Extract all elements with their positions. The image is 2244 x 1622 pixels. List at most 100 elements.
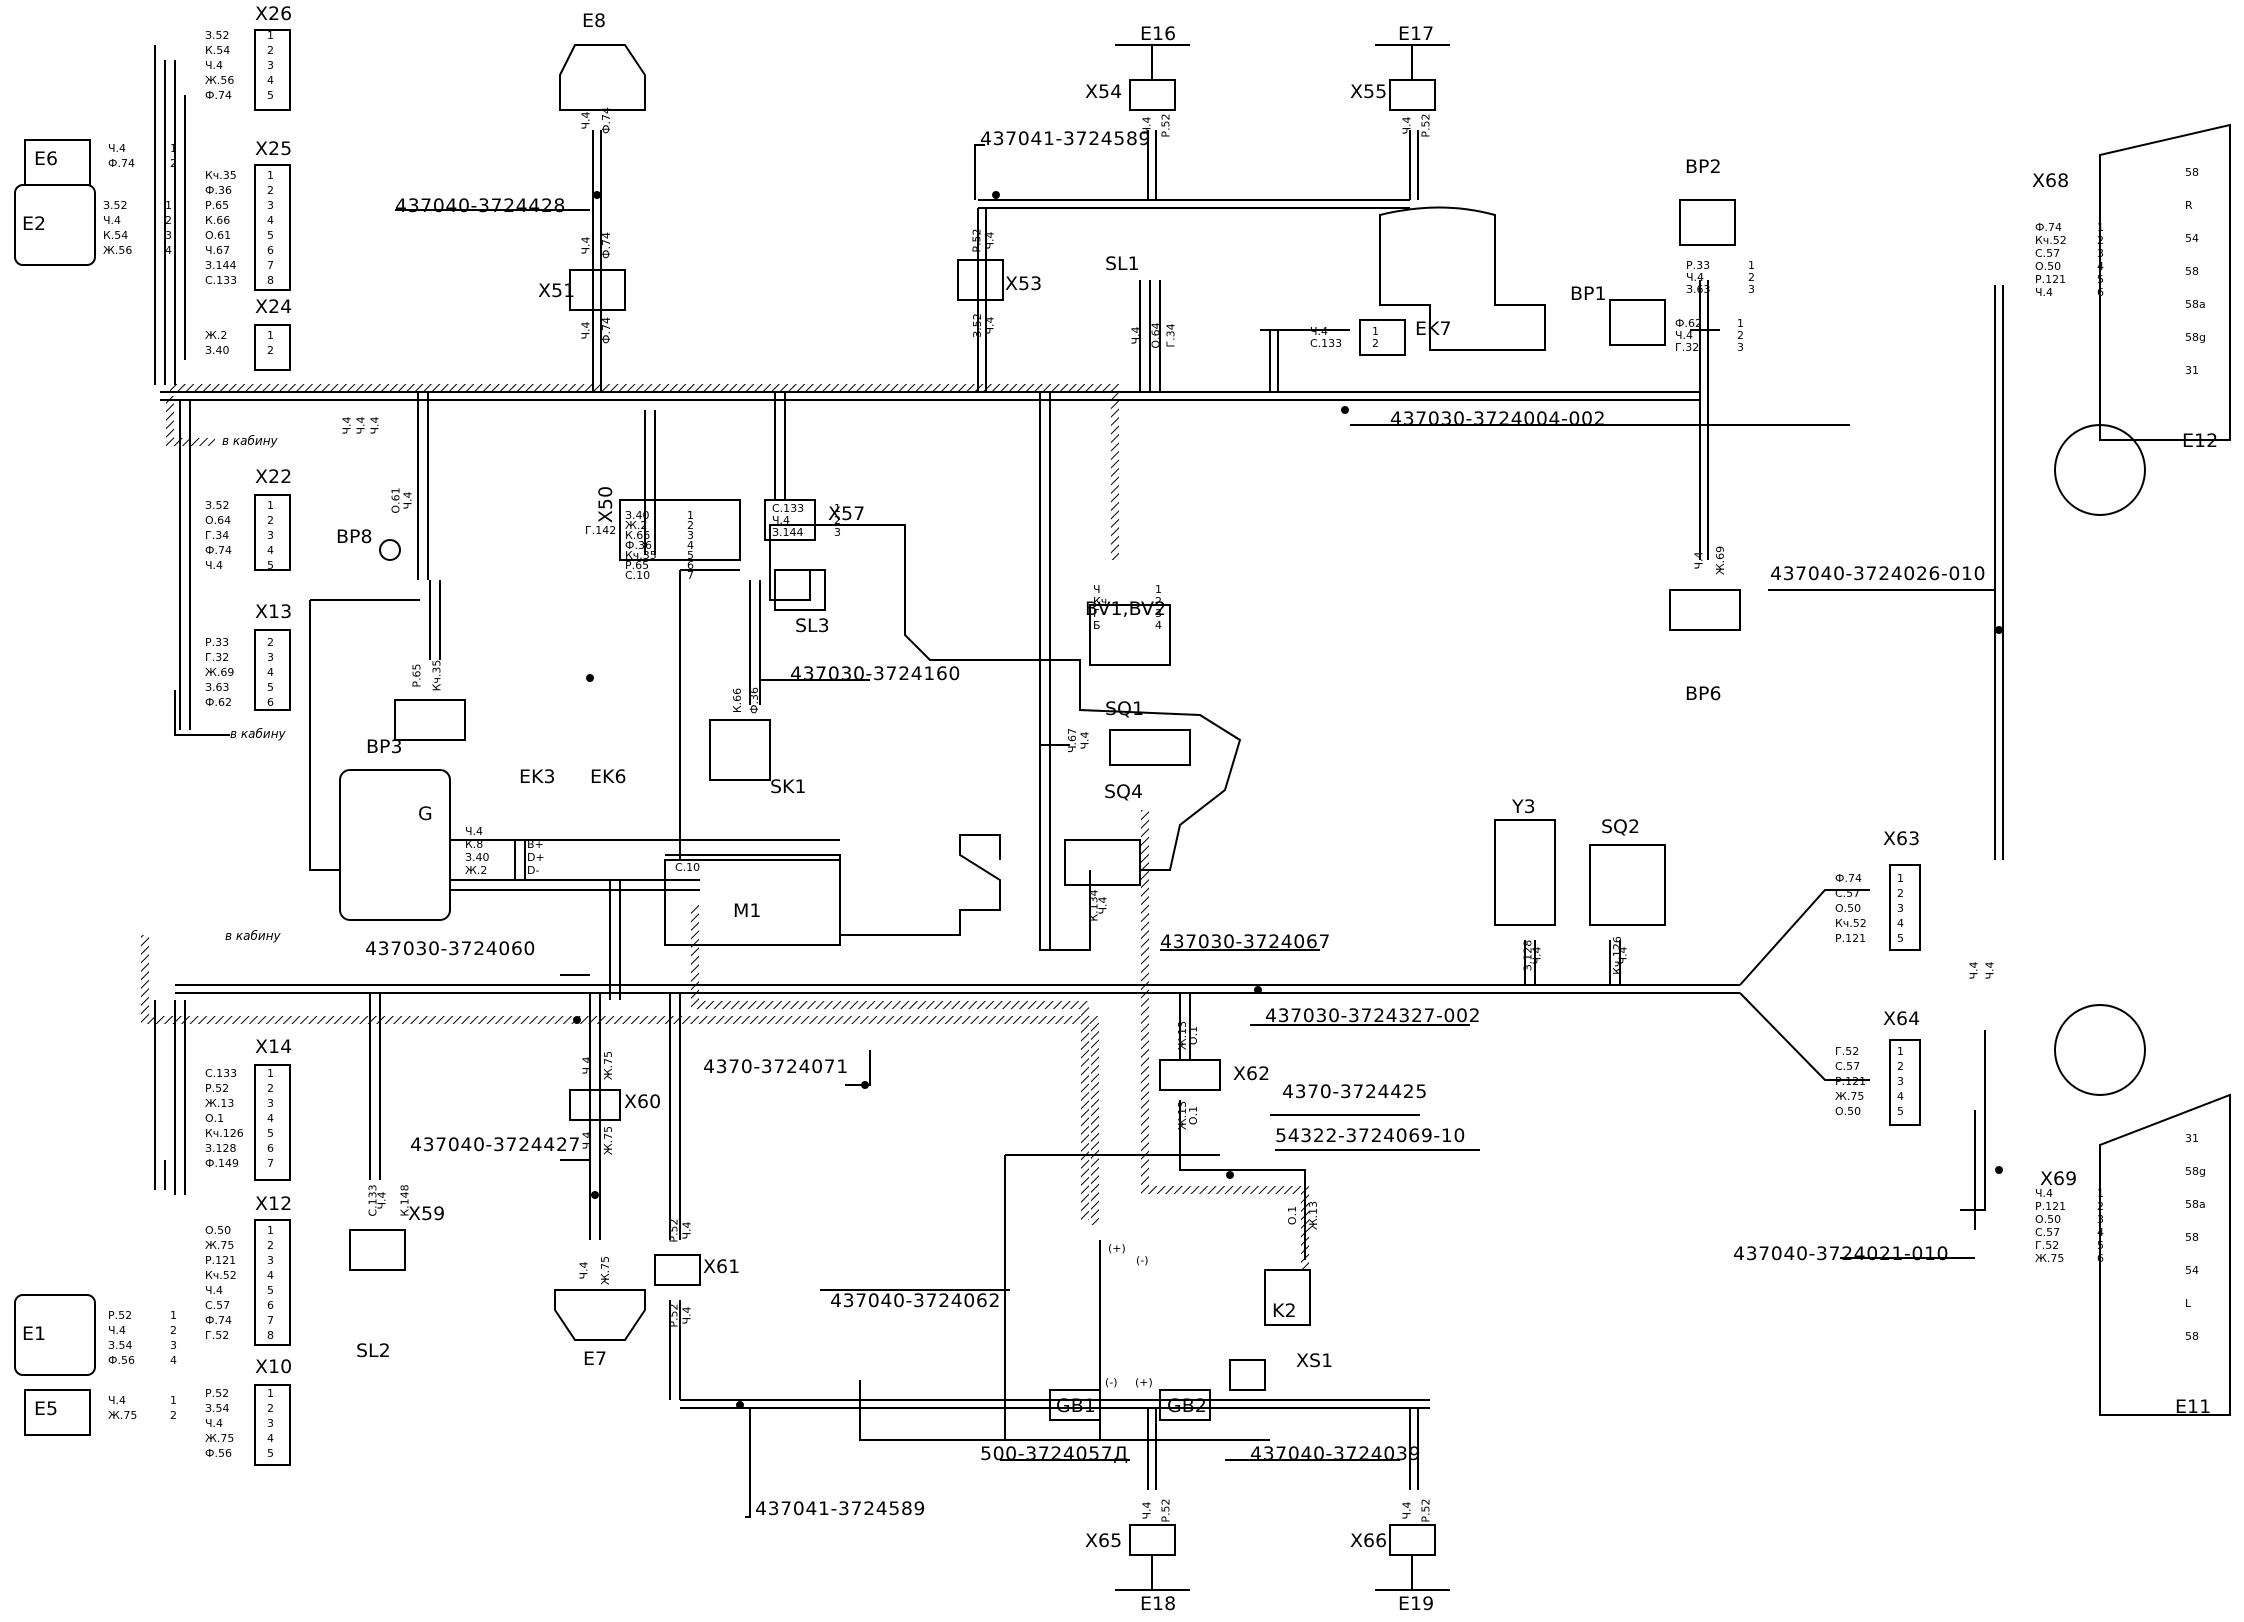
pin-number: 3: [1897, 902, 1904, 915]
x53-box: [957, 259, 1004, 301]
trunk-top: [160, 391, 1700, 401]
label-e1: E1: [22, 1323, 47, 1345]
branch-x60-e7: [589, 993, 601, 1240]
y3-box: [1494, 819, 1556, 926]
e19-bulb: [1375, 1555, 1450, 1591]
e8-lamp: [559, 44, 646, 111]
wire-label: Р.65: [205, 199, 230, 212]
pin-number: 6: [267, 696, 274, 709]
wire-label: Р.121: [1835, 932, 1867, 945]
right-harness: [1739, 285, 2004, 1230]
branch-wire-label: Г.34: [1164, 323, 1178, 348]
branch-wire-label: Ч.4: [1616, 946, 1630, 965]
engine-outline: [820, 524, 1242, 871]
wire-label: Ч.4: [103, 214, 122, 227]
pin-number: 1: [2097, 1187, 2104, 1200]
harness-3724589-bottom: 437041-3724589: [755, 1498, 927, 1520]
e2-box: [14, 184, 96, 266]
pin-number: 5: [2097, 273, 2104, 286]
branch-sk1: [679, 569, 761, 860]
wire-label: Ч.4: [108, 1324, 127, 1337]
pin-number: 1: [1155, 583, 1162, 596]
label-x26: X26: [255, 3, 293, 25]
wire-label: Ч.4: [1675, 329, 1694, 342]
label-e2: E2: [22, 213, 47, 235]
branch-wire-label: Г.142: [585, 524, 617, 537]
label-bp1: BP1: [1570, 283, 1607, 305]
branch-sq1-sq4: [1039, 392, 1091, 951]
pin-number: 1: [834, 502, 841, 515]
e7-lamp: [554, 1289, 646, 1341]
pin-number: 4: [267, 74, 274, 87]
wire-label: О.50: [2035, 1213, 2062, 1226]
harness-3724160: 437030-3724160: [790, 663, 962, 685]
pin-number: 3: [1155, 607, 1162, 620]
cab-note-mid: в кабину: [230, 727, 286, 741]
label-sq2: SQ2: [1601, 816, 1641, 838]
label-x57: X57: [828, 503, 866, 525]
branch-wire-label: Ч.4: [1096, 896, 1110, 915]
bv-box: [1089, 604, 1171, 666]
wire-label: Кч: [1093, 595, 1108, 608]
wire-label: З.54: [205, 1402, 230, 1415]
pin-number: 1: [2097, 221, 2104, 234]
label-ek7: EK7: [1415, 318, 1452, 340]
e18-bulb: [1115, 1555, 1190, 1591]
wire-label: З.52: [205, 499, 230, 512]
x68-socket-diagram: [2054, 424, 2146, 516]
wire-label: С.57: [2035, 1226, 2061, 1239]
wire-label: Г.52: [2035, 1239, 2060, 1252]
e12-housing: [2099, 123, 2231, 441]
pin-number: 2: [2097, 234, 2104, 247]
x12-block: [254, 1219, 291, 1346]
wire-label: Р.33: [1686, 259, 1711, 272]
harness-3724060: 437030-3724060: [365, 938, 537, 960]
wire-label: К.54: [205, 44, 231, 57]
branch-wire-label: О.64: [1149, 322, 1163, 349]
wire-label: З.63: [1686, 283, 1711, 296]
harness-3724062: 437040-3724062: [830, 1290, 1002, 1312]
xs1-socket: [1229, 1359, 1266, 1391]
wire-label: К.66: [625, 529, 651, 542]
label-x54: X54: [1085, 81, 1123, 103]
pin-number: 5: [2097, 1239, 2104, 1252]
label-gb2: GB2: [1167, 1395, 1207, 1417]
label-x63: X63: [1883, 828, 1921, 850]
wire-label: З.144: [205, 259, 237, 272]
bp2-box: [1679, 199, 1736, 246]
branch-wire-label: К.66: [731, 687, 745, 714]
label-batt-plus: (+): [1108, 1242, 1126, 1255]
harness-3724026: 437040-3724026-010: [1770, 563, 1987, 585]
e17-bulb: [1375, 44, 1450, 80]
x62-box: [1159, 1059, 1221, 1091]
wire-label: С.10: [625, 569, 651, 582]
label-x50: X50: [595, 485, 618, 524]
harness-3724071: 4370-3724071: [703, 1056, 849, 1078]
pin-number: 1: [170, 1309, 177, 1322]
pin-number: 4: [267, 666, 274, 679]
branch-wire-label: Ч.4: [1967, 961, 1981, 980]
wire-label: Р.121: [2035, 273, 2067, 286]
branch-wire-label: Ж.13: [1307, 1200, 1321, 1231]
wire-label: Ч.4: [1686, 271, 1705, 284]
wire-label: Ф.74: [108, 157, 135, 170]
wire-label: Ч.4: [205, 1417, 224, 1430]
pin-number: 4: [2097, 1226, 2104, 1239]
pin-number: 3: [1748, 283, 1755, 296]
wire-label: Ф.56: [205, 1447, 232, 1460]
branch-alternator: [309, 580, 526, 880]
pin-number: 5: [1897, 1105, 1904, 1118]
lamp-terminal-label: 58: [2185, 1231, 2199, 1244]
lamp-terminal-label: L: [2185, 1297, 2192, 1310]
label-x65: X65: [1085, 1530, 1123, 1552]
pin-number: 6: [2097, 1252, 2104, 1265]
x24-block: [254, 324, 291, 371]
branch-wire-label: Ф.36: [747, 687, 761, 714]
pin-number: 4: [165, 244, 172, 257]
wire-label: З.54: [108, 1339, 133, 1352]
wire-label: Ф.74: [205, 1314, 232, 1327]
wire-label: Ж.2: [625, 519, 648, 532]
wire-label: С.133: [205, 1067, 238, 1080]
wire-label: Ч.67: [205, 244, 231, 257]
pin-number: 4: [267, 1112, 274, 1125]
